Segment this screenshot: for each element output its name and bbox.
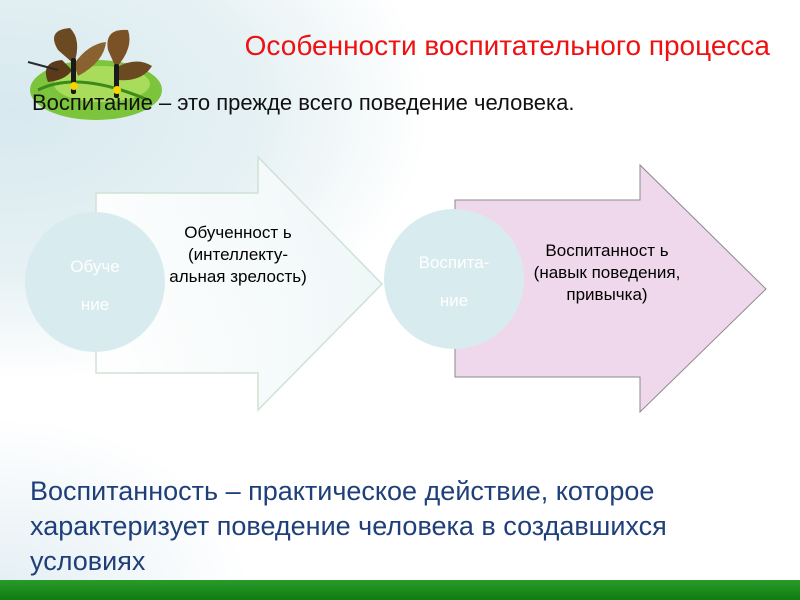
right-arrow-shape bbox=[454, 163, 767, 414]
right-circle-line2: ние bbox=[439, 291, 469, 310]
left-arrow-shape bbox=[95, 155, 384, 412]
right-arrow-text: Воспитанност ь (навык поведения, привычк… bbox=[533, 241, 681, 304]
slide-subtitle: Воспитание – это прежде всего поведение … bbox=[32, 90, 575, 115]
right-circle-line1: Воспита- bbox=[418, 253, 490, 272]
butterflies-on-leaf-icon bbox=[27, 28, 162, 120]
left-circle bbox=[25, 212, 165, 352]
left-circle-line2: ние bbox=[80, 295, 110, 314]
left-arrow-text: Обученност ь (интеллекту-альная зрелость… bbox=[169, 223, 307, 286]
bottom-definition-text: Воспитанность – практическое действие, к… bbox=[30, 476, 667, 576]
left-circle-label: Обуче ние bbox=[30, 248, 160, 324]
footer-bar bbox=[0, 580, 800, 600]
right-circle bbox=[384, 209, 524, 349]
left-circle-line1: Обуче bbox=[70, 257, 120, 276]
right-circle-label: Воспита- ние bbox=[389, 244, 519, 320]
slide-title: Особенности воспитательного процесса bbox=[244, 30, 770, 61]
